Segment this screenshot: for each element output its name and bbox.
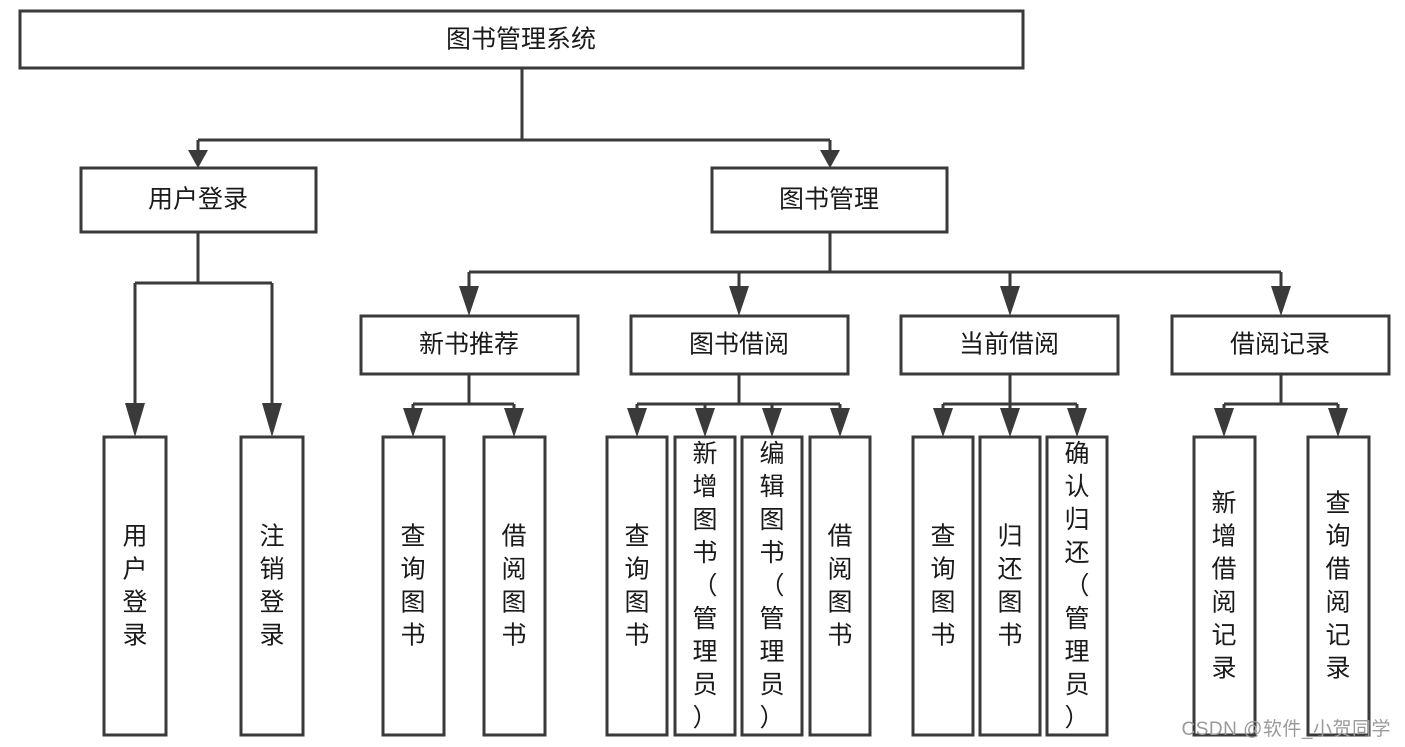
- leaf-new-book-rec-0[interactable]: 查询图书: [381, 435, 446, 737]
- arrow-to-current-borrow: [1000, 286, 1020, 316]
- arrow-leaf-new-book-rec-0: [403, 408, 423, 437]
- leaf-borrow-record-1-label: 查询借阅记录: [1325, 490, 1350, 683]
- leaf-user-login-0-label: 用户登录: [122, 523, 147, 650]
- arrow-to-borrow-record: [1271, 286, 1291, 316]
- leaf-book-borrow-1-box[interactable]: [673, 435, 737, 737]
- node-book-borrow-box[interactable]: [629, 314, 850, 376]
- leaf-new-book-rec-1[interactable]: 借阅图书: [482, 435, 547, 737]
- leaf-current-borrow-0-label: 查询图书: [930, 523, 955, 650]
- arrow-leaf-book-borrow-2: [762, 408, 782, 437]
- node-book-manage-box[interactable]: [710, 166, 949, 234]
- leaf-book-borrow-0-box[interactable]: [605, 435, 669, 737]
- arrow-leaf-user-login-0: [125, 403, 145, 437]
- leaf-user-login-0[interactable]: 用户登录: [102, 435, 168, 737]
- leaf-new-book-rec-1-box[interactable]: [482, 435, 547, 737]
- node-new-book-rec[interactable]: 新书推荐: [359, 314, 580, 376]
- arrow-leaf-book-borrow-0: [627, 408, 647, 437]
- leaf-new-book-rec-0-label: 查询图书: [400, 523, 425, 650]
- node-user-login-box[interactable]: [79, 166, 318, 234]
- leaf-current-borrow-1[interactable]: 归还图书: [978, 435, 1042, 737]
- node-root-box[interactable]: [18, 9, 1025, 70]
- arrow-to-user-login: [188, 150, 208, 168]
- node-borrow-record[interactable]: 借阅记录: [1170, 314, 1391, 376]
- leaf-current-borrow-0[interactable]: 查询图书: [911, 435, 975, 737]
- leaf-new-book-rec-1-label: 借阅图书: [501, 523, 526, 650]
- node-current-borrow-label: 当前借阅: [959, 331, 1059, 359]
- leaf-borrow-record-0-box[interactable]: [1192, 435, 1257, 737]
- node-book-borrow[interactable]: 图书借阅: [629, 314, 850, 376]
- leaf-book-borrow-2-box[interactable]: [740, 435, 804, 737]
- node-root[interactable]: 图书管理系统: [18, 9, 1025, 70]
- leaf-book-borrow-0[interactable]: 查询图书: [605, 435, 669, 737]
- arrow-leaf-book-borrow-1: [695, 408, 715, 437]
- leaf-current-borrow-1-box[interactable]: [978, 435, 1042, 737]
- leaf-book-borrow-1[interactable]: 新增图书（管理员）: [673, 435, 737, 737]
- node-new-book-rec-box[interactable]: [359, 314, 580, 376]
- leaf-new-book-rec-0-box[interactable]: [381, 435, 446, 737]
- node-borrow-record-label: 借阅记录: [1230, 331, 1330, 359]
- node-current-borrow[interactable]: 当前借阅: [899, 314, 1120, 376]
- leaf-book-borrow-3-label: 借阅图书: [827, 523, 852, 650]
- csdn-watermark: CSDN @软件_小贺同学: [1181, 719, 1391, 740]
- node-user-login[interactable]: 用户登录: [79, 166, 318, 234]
- node-root-label: 图书管理系统: [446, 26, 596, 54]
- leaf-borrow-record-0-label: 新增借阅记录: [1211, 490, 1236, 683]
- leaf-user-login-1-box[interactable]: [239, 435, 305, 737]
- node-book-manage-label: 图书管理: [779, 186, 879, 214]
- leaf-current-borrow-1-label: 归还图书: [997, 523, 1022, 650]
- arrow-leaf-current-borrow-2: [1067, 408, 1087, 437]
- node-current-borrow-box[interactable]: [899, 314, 1120, 376]
- connector-layer: [125, 68, 1348, 437]
- leaf-current-borrow-2-box[interactable]: [1045, 435, 1109, 737]
- node-new-book-rec-label: 新书推荐: [419, 331, 519, 359]
- leaf-user-login-1[interactable]: 注销登录: [239, 435, 305, 737]
- arrow-leaf-new-book-rec-1: [504, 408, 524, 437]
- node-book-manage[interactable]: 图书管理: [710, 166, 949, 234]
- leaf-current-borrow-0-box[interactable]: [911, 435, 975, 737]
- leaf-book-borrow-0-label: 查询图书: [624, 523, 649, 650]
- arrow-to-book-manage: [820, 150, 840, 168]
- leaf-borrow-record-1[interactable]: 查询借阅记录: [1306, 435, 1371, 737]
- leaf-book-borrow-1-label: 新增图书（管理员）: [692, 440, 717, 732]
- leaf-current-borrow-2[interactable]: 确认归还（管理员）: [1045, 435, 1109, 737]
- node-user-login-label: 用户登录: [148, 186, 248, 214]
- arrow-leaf-borrow-record-0: [1214, 408, 1234, 437]
- leaf-borrow-record-1-box[interactable]: [1306, 435, 1371, 737]
- node-book-borrow-label: 图书借阅: [689, 331, 789, 359]
- arrow-to-book-borrow: [729, 286, 749, 316]
- arrow-leaf-book-borrow-3: [830, 408, 850, 437]
- arrow-to-new-book-rec: [459, 286, 479, 316]
- leaf-user-login-1-label: 注销登录: [259, 523, 284, 650]
- leaf-user-login-0-box[interactable]: [102, 435, 168, 737]
- arrow-leaf-user-login-1: [262, 403, 282, 437]
- leaf-book-borrow-2-label: 编辑图书（管理员）: [759, 440, 784, 732]
- leaf-book-borrow-2[interactable]: 编辑图书（管理员）: [740, 435, 804, 737]
- leaf-book-borrow-3[interactable]: 借阅图书: [808, 435, 872, 737]
- arrow-leaf-borrow-record-1: [1328, 408, 1348, 437]
- leaf-book-borrow-3-box[interactable]: [808, 435, 872, 737]
- arrow-leaf-current-borrow-1: [1000, 408, 1020, 437]
- node-borrow-record-box[interactable]: [1170, 314, 1391, 376]
- arrow-leaf-current-borrow-0: [933, 408, 953, 437]
- leaf-current-borrow-2-label: 确认归还（管理员）: [1064, 440, 1089, 732]
- leaf-borrow-record-0[interactable]: 新增借阅记录: [1192, 435, 1257, 737]
